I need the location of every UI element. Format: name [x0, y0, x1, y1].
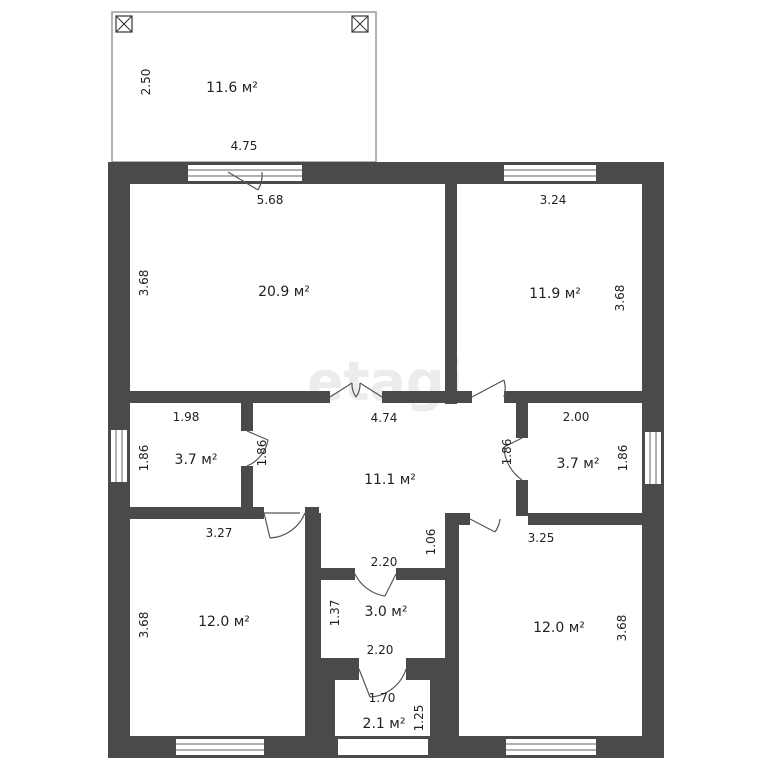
hall-area: 11.1 м² — [364, 472, 416, 488]
room-w-small-door: 1.86 — [255, 440, 269, 467]
balcony-width: 4.75 — [231, 139, 258, 153]
room-e-small-width: 2.00 — [563, 410, 590, 424]
living-room-area: 20.9 м² — [258, 284, 310, 300]
door-swing-icon — [469, 518, 501, 533]
balcony-depth: 2.50 — [139, 69, 153, 96]
vestibule-width: 1.70 — [369, 691, 396, 705]
window-icon — [645, 432, 661, 484]
door-swing-icon — [263, 512, 306, 539]
vestibule-area: 2.1 м² — [363, 716, 406, 732]
interior-walls — [130, 184, 644, 736]
room-e-small-height: 1.86 — [616, 445, 630, 472]
bedroom-ne-area: 11.9 м² — [529, 286, 581, 302]
hall-width: 4.74 — [371, 411, 398, 425]
door-swing-icon — [354, 573, 397, 597]
window-icon — [338, 739, 428, 755]
door-swing-icon — [471, 379, 506, 398]
room-e-small-area: 3.7 м² — [557, 456, 600, 472]
watermark: etagi — [307, 350, 463, 413]
balcony-area: 11.6 м² — [206, 80, 258, 96]
bedroom-sw-width: 3.27 — [206, 526, 233, 540]
window-icon — [176, 739, 264, 755]
living-room-width: 5.68 — [257, 193, 284, 207]
door-swing-icon — [246, 430, 269, 467]
bedroom-sw-area: 12.0 м² — [198, 614, 250, 630]
door-swing-icon — [227, 171, 263, 191]
bedroom-ne-height: 3.68 — [613, 285, 627, 312]
door-swing-icon — [358, 668, 407, 698]
room-w-small-height: 1.86 — [137, 445, 151, 472]
windows — [111, 165, 661, 755]
bedroom-sw-height: 3.68 — [137, 612, 151, 639]
window-icon — [504, 165, 596, 181]
living-room-height: 3.68 — [137, 270, 151, 297]
room-w-small-width: 1.98 — [173, 410, 200, 424]
balcony-post-icon — [115, 15, 133, 33]
window-icon — [506, 739, 596, 755]
bedroom-se-width: 3.25 — [528, 531, 555, 545]
bathroom-width-bottom: 2.20 — [367, 643, 394, 657]
vestibule-height: 1.25 — [412, 705, 426, 732]
bedroom-se-area: 12.0 м² — [533, 620, 585, 636]
door-swing-icon — [503, 437, 523, 481]
bathroom-width-top: 2.20 — [371, 555, 398, 569]
bedroom-se-height: 3.68 — [615, 615, 629, 642]
window-icon — [188, 165, 302, 181]
bathroom-height: 1.37 — [328, 600, 342, 627]
room-w-small-area: 3.7 м² — [175, 452, 218, 468]
balcony-post-icon — [351, 15, 369, 33]
window-icon — [111, 430, 127, 482]
door-swing-icon — [329, 382, 383, 398]
hall-depth: 1.06 — [424, 529, 438, 556]
bedroom-ne-width: 3.24 — [540, 193, 567, 207]
room-e-small-door: 1.86 — [500, 439, 514, 466]
doors — [227, 171, 523, 698]
bathroom-area: 3.0 м² — [365, 604, 408, 620]
